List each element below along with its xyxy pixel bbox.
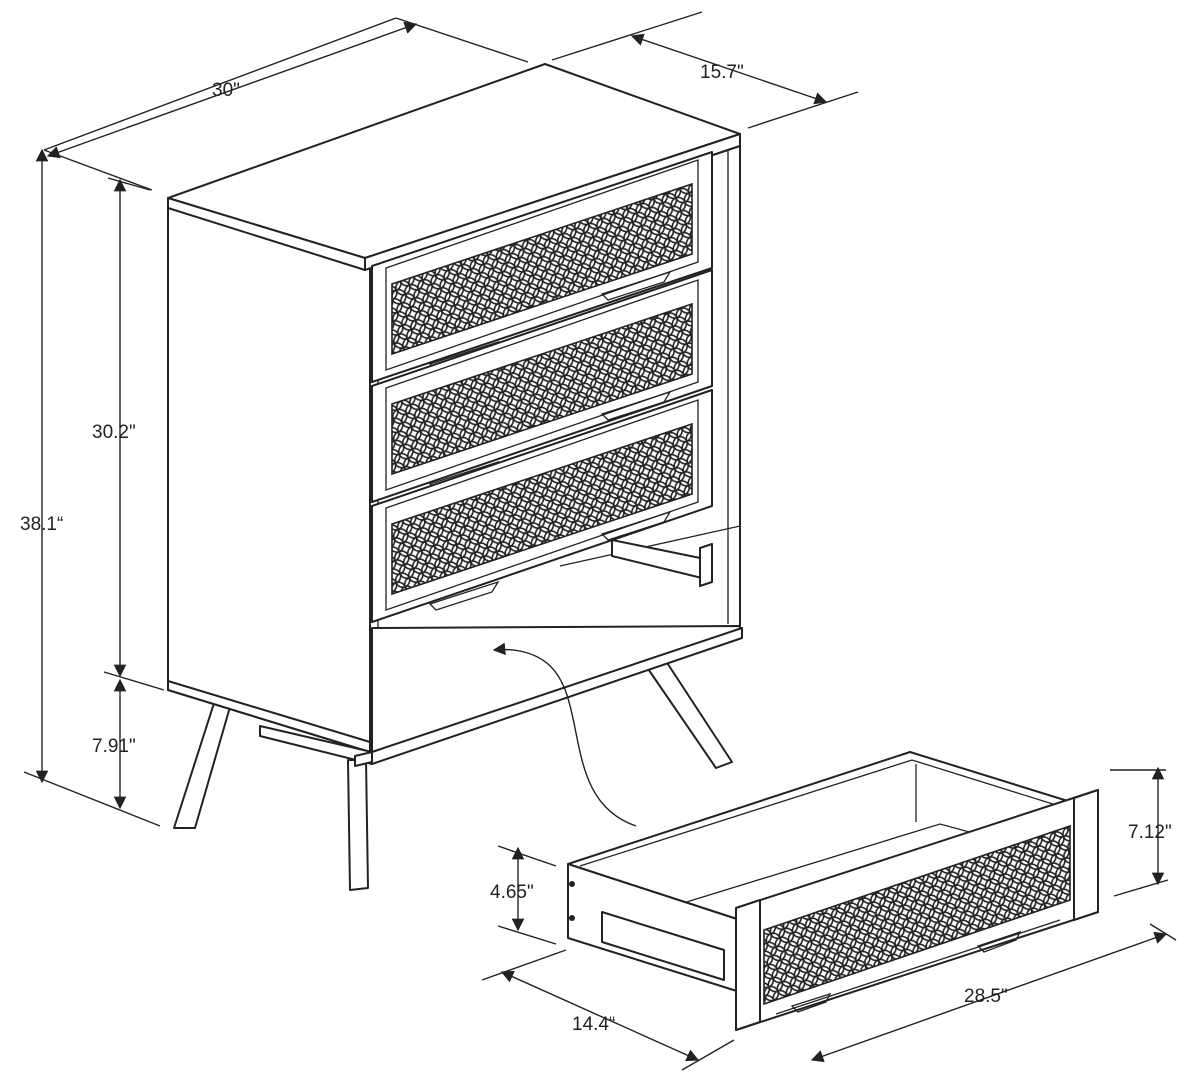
screw-hole-bottom bbox=[569, 915, 575, 921]
dresser bbox=[167, 63, 743, 891]
loose-drawer-side-slot bbox=[601, 911, 725, 981]
label-drawer-depth: 14.4“ bbox=[572, 1014, 615, 1035]
drawer-runner-end bbox=[699, 543, 713, 587]
label-depth-top: 15.7" bbox=[700, 62, 744, 83]
loose-drawer-front-left-post bbox=[735, 899, 761, 1031]
screw-hole-top bbox=[569, 881, 575, 887]
back-left-leg bbox=[173, 699, 233, 829]
back-right-leg bbox=[641, 651, 733, 769]
label-height-legs: 7.91" bbox=[92, 736, 136, 757]
front-right-leg-top bbox=[354, 751, 373, 767]
insert-drawer-arrow bbox=[492, 642, 637, 827]
label-drawer-height-front: 7.12" bbox=[1128, 822, 1172, 843]
front-left-leg bbox=[347, 759, 369, 891]
dresser-side-panel bbox=[167, 203, 371, 753]
dimension-lines bbox=[23, 11, 1177, 1071]
loose-drawer bbox=[567, 751, 1099, 1031]
label-height-total: 38.1“ bbox=[20, 514, 63, 535]
label-drawer-height-side: 4.65" bbox=[490, 882, 534, 903]
label-width-top: 30" bbox=[212, 80, 240, 101]
drawer-front-2 bbox=[371, 269, 713, 503]
label-height-body: 30.2" bbox=[92, 422, 136, 443]
drawer-front-3 bbox=[371, 389, 713, 623]
drawer-front-1 bbox=[371, 151, 713, 383]
label-drawer-width: 28.5" bbox=[964, 986, 1008, 1007]
loose-drawer-front-right-post bbox=[1073, 789, 1099, 921]
